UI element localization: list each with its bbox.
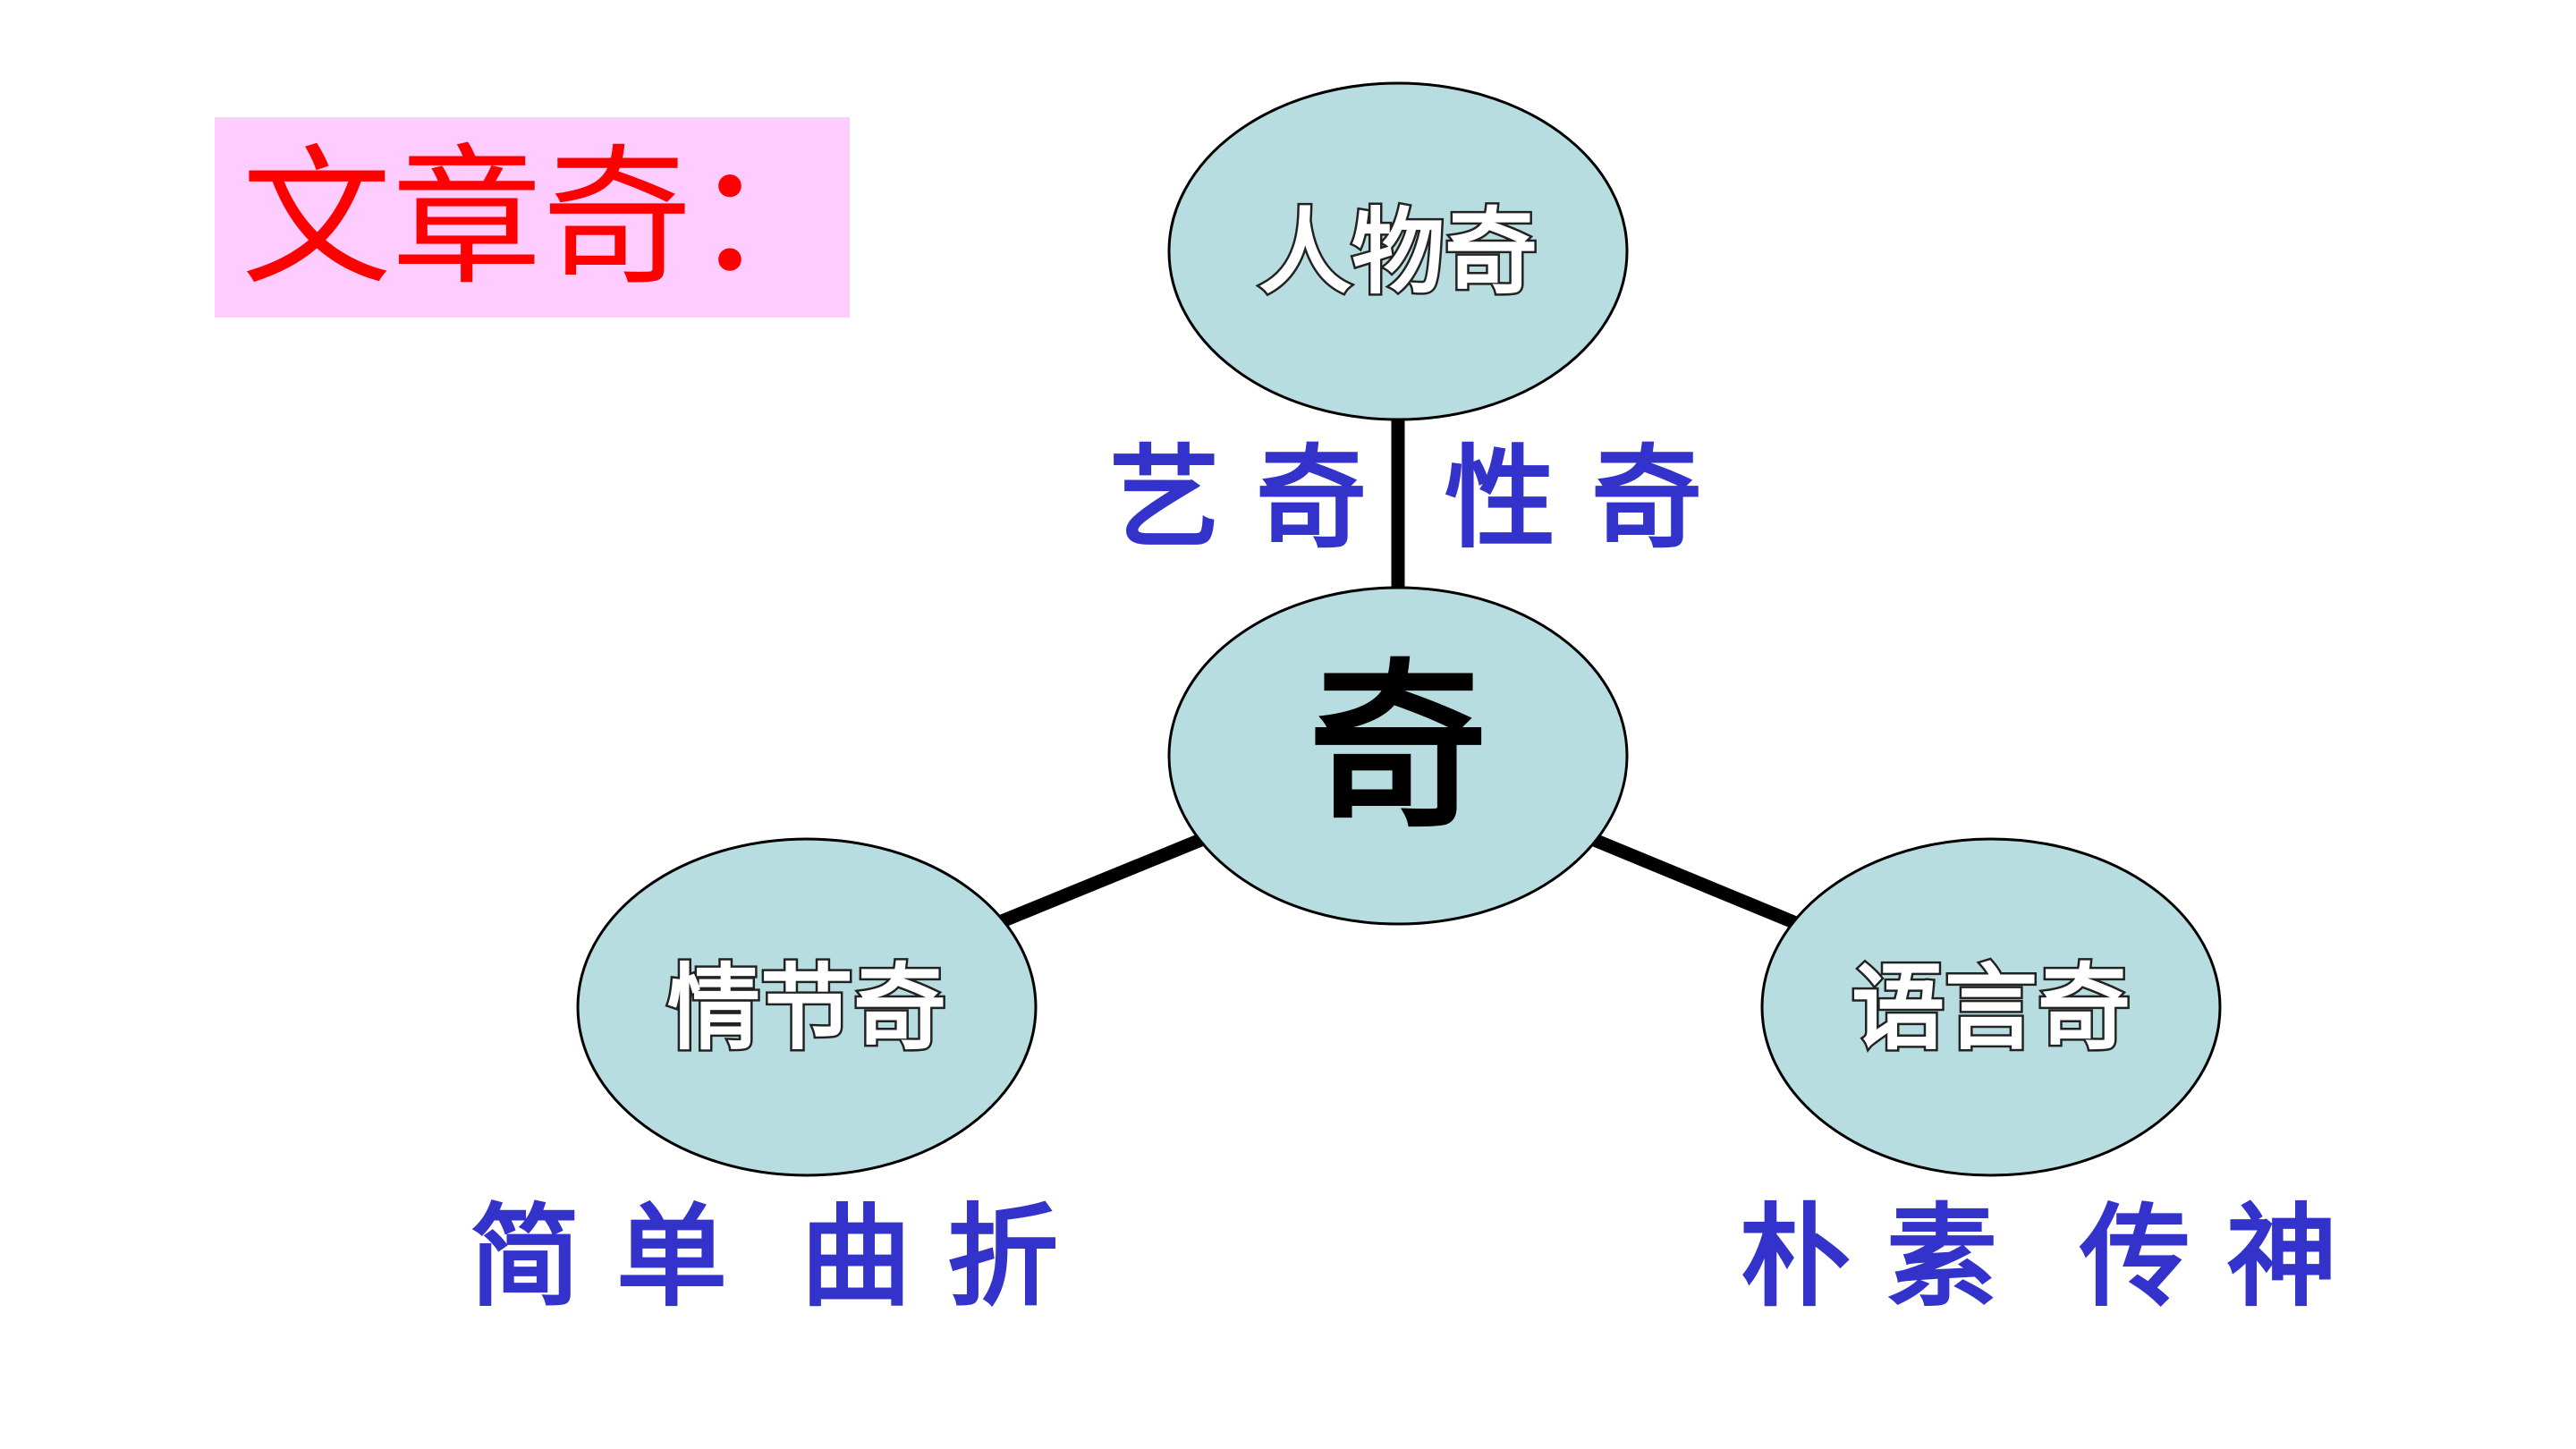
node-center-ellipse [1167,586,1629,926]
connector-left [999,833,1206,928]
connector-right [1589,833,1805,932]
center-label: 奇 [1309,642,1487,852]
slide-title: 文章奇： [242,131,843,306]
node-left-label: 情节奇 [667,953,946,1063]
title-box: 文章奇： [215,117,850,318]
node-top-label: 人物奇 [1258,198,1538,307]
trait-top-right: 性奇 [1445,434,1738,564]
trait-right-left: 朴素 [1740,1192,2033,1322]
node-left-ellipse [576,837,1038,1177]
trait-left-left: 简单 [470,1192,763,1322]
node-top-ellipse [1167,81,1629,421]
trait-left-right: 曲折 [801,1192,1094,1322]
node-right-label: 语言奇 [1852,953,2131,1063]
node-right-ellipse [1760,837,2222,1177]
trait-right-right: 传神 [2079,1192,2373,1322]
trait-top-left: 艺奇 [1109,434,1402,564]
